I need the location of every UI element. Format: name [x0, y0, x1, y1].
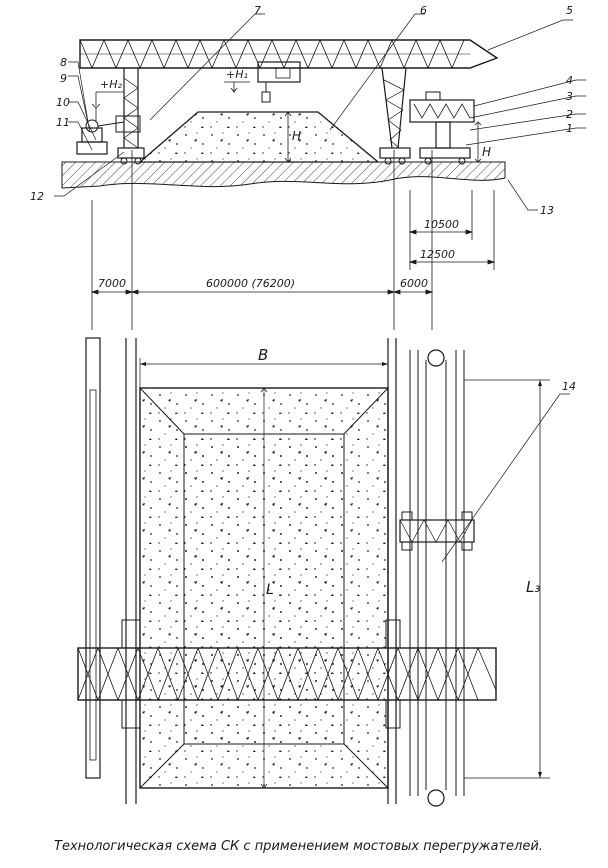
- left-rail: [85, 337, 101, 779]
- callout-1: 1: [566, 122, 573, 135]
- left-track: [125, 338, 137, 804]
- elevation-view: +H₂ +H₁ H H 1 2: [30, 4, 586, 217]
- trolley: [257, 61, 301, 103]
- callout-leaders: [54, 13, 586, 211]
- callout-9: 9: [60, 72, 67, 85]
- callout-5: 5: [566, 4, 573, 17]
- callout-13: 13: [540, 204, 554, 217]
- right-rails: [387, 338, 465, 807]
- callout-2: 2: [566, 108, 573, 121]
- bridge-plan: [77, 619, 497, 729]
- left-machine: [76, 103, 141, 155]
- plan-l3-label: L₃: [526, 578, 540, 596]
- right-machine: [409, 91, 482, 165]
- l3-dimension: L₃: [464, 379, 550, 779]
- callout-14: 14: [562, 380, 576, 393]
- dimension-texts: 10500 12500 7000 600000 (76200) 6000: [98, 218, 459, 290]
- dim-7000: 7000: [98, 277, 126, 290]
- dim-12500: 12500: [420, 248, 455, 261]
- dimension-lines: [90, 150, 496, 330]
- dim-10500: 10500: [424, 218, 459, 231]
- callout-numbers: 1 2 3 4 5 6 7 8 9 10 11 12 13: [30, 4, 573, 217]
- plan-length-label: L: [266, 582, 274, 598]
- callout-4: 4: [566, 74, 573, 87]
- stockpile-plan: [139, 387, 389, 789]
- figure-caption: Технологическая схема СК с применением м…: [54, 839, 543, 854]
- callout-8: 8: [60, 56, 67, 69]
- bridge-truss: [79, 38, 499, 70]
- callout-12: 12: [30, 190, 44, 203]
- plan-width-label: B: [258, 346, 268, 364]
- left-support-leg: [117, 68, 145, 165]
- right-support-leg: [379, 67, 411, 165]
- callout-10: 10: [56, 96, 70, 109]
- ground-section: [61, 161, 506, 189]
- level-label-h1: +H₁: [226, 68, 248, 81]
- dim-600000: 600000 (76200): [206, 277, 295, 290]
- dim-6000: 6000: [400, 277, 428, 290]
- callout-6: 6: [420, 4, 427, 17]
- callout-3: 3: [566, 90, 573, 103]
- plan-view: B L: [77, 337, 576, 807]
- callout-11: 11: [56, 116, 70, 129]
- stockpile: [138, 111, 380, 163]
- callout-7: 7: [254, 4, 261, 17]
- level-marker-h1: +H₁: [224, 68, 250, 94]
- right-height-label: H: [482, 145, 491, 159]
- transfer-truss: [399, 511, 475, 551]
- level-marker-h2: +H₂: [95, 78, 124, 106]
- stockpile-height-label: H: [292, 129, 301, 143]
- level-label-h2: +H₂: [100, 78, 122, 91]
